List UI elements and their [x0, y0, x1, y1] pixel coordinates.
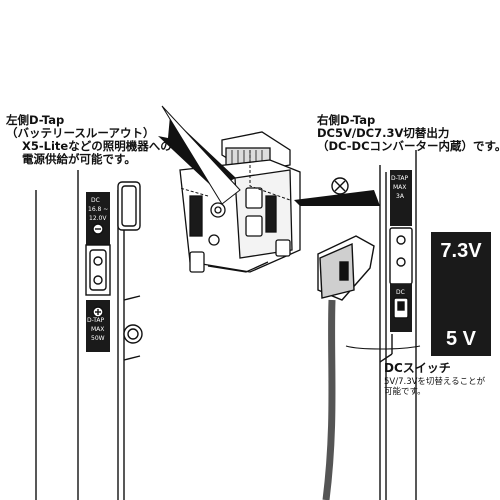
left-screw-icon — [123, 324, 143, 344]
right-dtap-plate — [390, 170, 412, 226]
left-dc-label-plate — [86, 192, 110, 252]
dc-switch-desc-line2: 可能です。 — [384, 386, 426, 397]
voltage-high-label: 7.3V — [440, 240, 482, 262]
dc-switch-title: DCスイッチ — [384, 361, 451, 375]
center-bracket — [179, 131, 301, 273]
arrow-pointer — [158, 105, 380, 206]
left-dtap-pin-icon — [93, 256, 103, 266]
left-panel-dtap-text: D-TAP — [87, 317, 105, 324]
right-dtap-title: 右側D-Tap — [317, 113, 376, 127]
voltage-low-label: 5 V — [445, 328, 477, 350]
left-panel-volt2-text: 12.0V — [89, 215, 107, 222]
left-panel-watts-text: 50W — [91, 335, 105, 342]
right-dtap-line2: DC5V/DC7.3V切替出力 — [317, 126, 450, 141]
dc-switch-desc: 5V/7.3Vを切替えることが 可能です。 — [384, 377, 486, 398]
right-dtap-heading: 右側D-Tap DC5V/DC7.3V切替出力 （DC-DCコンバーター内蔵）で… — [317, 113, 500, 154]
left-note-line2: 電源供給が可能です。 — [22, 152, 136, 167]
voltage-panel: 7.3V 5 V — [431, 232, 491, 356]
right-panel-dc-text: DC — [396, 289, 405, 296]
right-panel-amps-text: 3A — [396, 193, 405, 200]
left-dtap-note: X5-Liteなどの照明機器への 電源供給が可能です。 — [22, 139, 172, 167]
right-closeup — [317, 150, 421, 500]
left-dtap-heading: 左側D-Tap （バッテリースルーアウト） — [6, 113, 155, 141]
right-panel-max-text: MAX — [393, 184, 406, 191]
right-panel-dtap-text: D-TAP — [391, 175, 409, 182]
cable — [322, 299, 336, 500]
left-panel-volt1-text: 16.8 ~ — [88, 206, 108, 213]
left-note-line1: X5-Liteなどの照明機器への — [22, 139, 172, 153]
left-panel-dc-text: DC — [91, 197, 100, 204]
left-closeup — [35, 170, 143, 500]
left-panel-max-text: MAX — [91, 326, 104, 333]
right-dtap-line3: （DC-DCコンバーター内蔵）です。 — [317, 139, 500, 154]
left-dtap-title: 左側D-Tap — [6, 113, 65, 127]
right-dtap-pin-icon — [396, 235, 406, 245]
left-dtap-subtitle: （バッテリースルーアウト） — [6, 126, 155, 141]
dc-switch-desc-line1: 5V/7.3Vを切替えることが — [384, 377, 486, 387]
